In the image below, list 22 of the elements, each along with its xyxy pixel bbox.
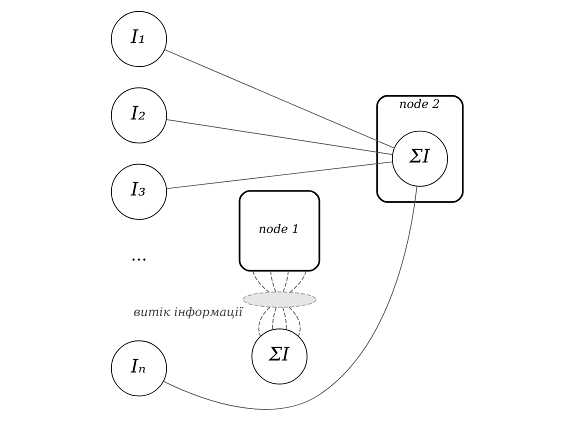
label: ... bbox=[130, 246, 147, 266]
node-label: витік інформації bbox=[132, 304, 242, 319]
node-box: node 1 bbox=[238, 190, 320, 272]
connector bbox=[270, 270, 276, 292]
connector bbox=[288, 306, 300, 337]
node-circle: ΣI bbox=[391, 130, 448, 187]
connector bbox=[289, 270, 306, 293]
node-circle: ΣI bbox=[250, 328, 307, 384]
node-circle: I₂ bbox=[110, 87, 166, 144]
connector bbox=[282, 306, 286, 330]
connector bbox=[252, 270, 269, 293]
connector bbox=[164, 49, 394, 149]
node-circle: I₁ bbox=[110, 11, 166, 68]
connector bbox=[258, 306, 270, 337]
node-circle: I₃ bbox=[110, 164, 166, 220]
node-circle: Iₙ bbox=[110, 340, 166, 396]
connector bbox=[166, 161, 392, 190]
connector bbox=[282, 270, 288, 292]
connector bbox=[272, 306, 276, 330]
connector bbox=[162, 186, 417, 410]
node-ellipse bbox=[242, 292, 316, 308]
connector bbox=[165, 119, 392, 155]
